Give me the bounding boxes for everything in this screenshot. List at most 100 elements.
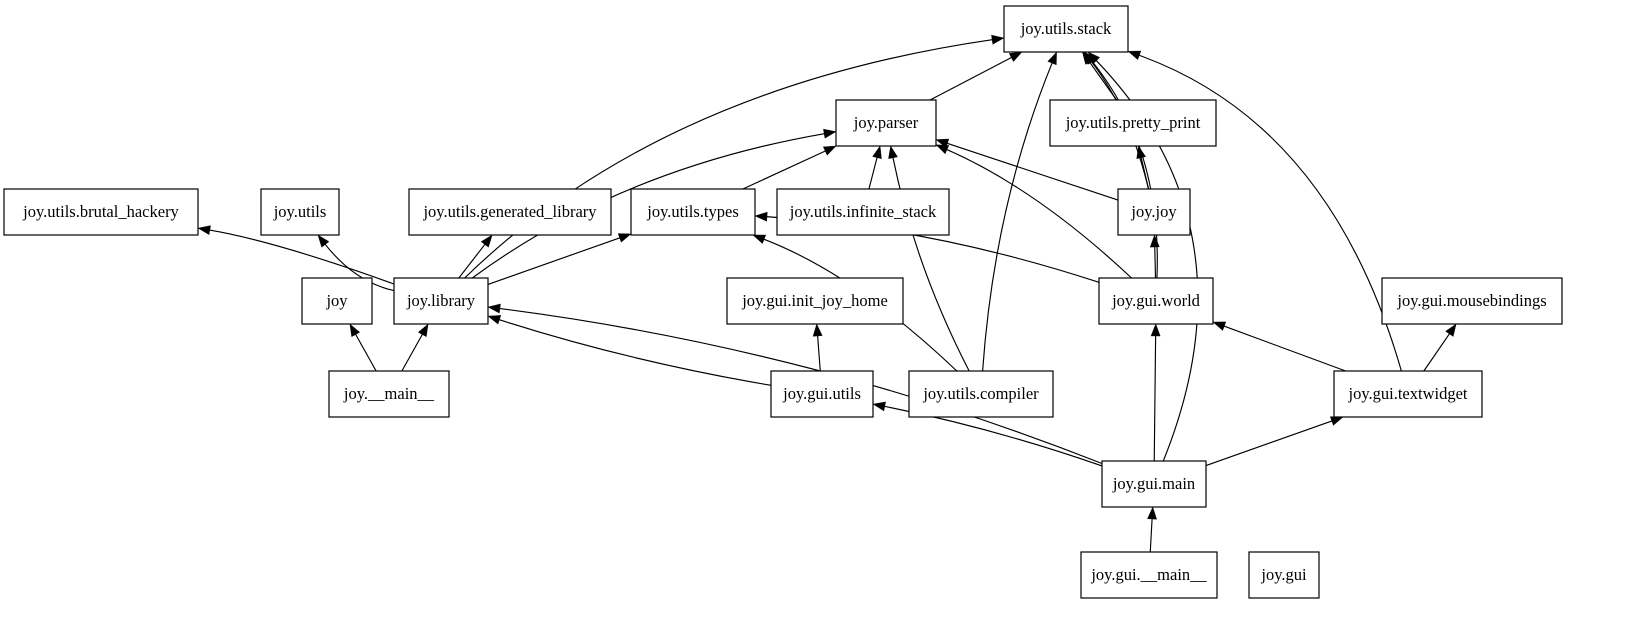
- edge-joy-gui-utils-to-joy-gui-init_joy_home: [816, 334, 821, 372]
- edge-joy-gui-world-to-joy-joy: [1154, 245, 1157, 279]
- edge-arrowhead: [1445, 323, 1457, 337]
- node-box[interactable]: [1101, 460, 1207, 508]
- edge-arrowhead: [417, 323, 429, 338]
- edge-arrowhead: [991, 34, 1005, 45]
- edge-joy-utils-compiler-to-joy-utils-stack: [982, 61, 1053, 372]
- node-label: joy.parser: [853, 113, 919, 132]
- edge-arrowhead: [1329, 416, 1344, 426]
- node-box[interactable]: [1333, 370, 1483, 418]
- edge-joy-gui-__main__-to-joy-gui-main: [1149, 517, 1153, 553]
- node-box[interactable]: [3, 188, 199, 236]
- node-joy-utils-pretty_print[interactable]: joy.utils.pretty_print: [1049, 99, 1217, 147]
- edge-joy-utils-types-to-joy-parser: [742, 150, 827, 190]
- node-joy-joy[interactable]: joy.joy: [1117, 188, 1191, 236]
- nodes-layer: joy.utils.stack joy.parser joy.utils.prett…: [3, 5, 1563, 599]
- node-joy-utils[interactable]: joy.utils: [260, 188, 340, 236]
- node-joy-parser[interactable]: joy.parser: [835, 99, 937, 147]
- node-box[interactable]: [726, 277, 904, 325]
- node-box[interactable]: [408, 188, 612, 236]
- edge-joy-gui-textwidget-to-joy-utils-stack: [1138, 54, 1402, 372]
- node-box[interactable]: [1117, 188, 1191, 236]
- edge-joy-__main__-to-joy-library: [401, 333, 424, 372]
- node-joy[interactable]: joy: [301, 277, 373, 325]
- edge-joy-library-to-joy-utils-types: [487, 237, 621, 285]
- node-joy-utils-types[interactable]: joy.utils.types: [630, 188, 756, 236]
- edge-joy-gui-textwidget-to-joy-gui-world: [1223, 325, 1346, 372]
- edge-arrowhead: [822, 145, 837, 156]
- node-box[interactable]: [301, 277, 373, 325]
- edge-arrowhead: [872, 145, 882, 160]
- node-joy-gui-utils[interactable]: joy.gui.utils: [770, 370, 874, 418]
- edge-arrowhead: [197, 225, 211, 235]
- node-box[interactable]: [770, 370, 874, 418]
- node-box[interactable]: [1381, 277, 1563, 325]
- edge-joy-gui-utils-to-joy-library: [498, 318, 772, 386]
- node-joy-library[interactable]: joy.library: [393, 277, 489, 325]
- node-box[interactable]: [393, 277, 489, 325]
- node-box[interactable]: [1080, 551, 1218, 599]
- edge-arrowhead: [617, 233, 632, 243]
- edge-arrowhead: [480, 234, 493, 248]
- node-label: joy.utils: [273, 202, 327, 221]
- node-label: joy.joy: [1130, 202, 1177, 221]
- node-box[interactable]: [1098, 277, 1214, 325]
- node-box[interactable]: [908, 370, 1054, 418]
- node-joy-gui-init_joy_home[interactable]: joy.gui.init_joy_home: [726, 277, 904, 325]
- edge-joy-gui-main-to-joy-gui-world: [1153, 334, 1157, 462]
- node-label: joy.gui.world: [1111, 291, 1201, 310]
- node-label: joy.utils.infinite_stack: [789, 202, 937, 221]
- edge-joy-utils-compiler-to-joy-parser: [892, 156, 970, 372]
- edge-joy-joy-to-joy-parser: [946, 142, 1119, 201]
- node-joy-__main__[interactable]: joy.__main__: [328, 370, 450, 418]
- edge-arrowhead: [1149, 234, 1160, 248]
- node-box[interactable]: [776, 188, 950, 236]
- edge-joy-parser-to-joy-utils-stack: [929, 56, 1013, 101]
- edge-arrowhead: [1150, 323, 1161, 337]
- node-joy-utils-stack[interactable]: joy.utils.stack: [1003, 5, 1129, 53]
- edge-arrowhead: [888, 145, 898, 159]
- edge-arrowhead: [1087, 51, 1101, 65]
- node-box[interactable]: [260, 188, 340, 236]
- node-box[interactable]: [630, 188, 756, 236]
- edge-arrowhead: [752, 234, 767, 244]
- node-joy-utils-infinite_stack[interactable]: joy.utils.infinite_stack: [776, 188, 950, 236]
- edge-arrowhead: [1147, 506, 1157, 520]
- edge-joy-library-to-joy-utils-brutal_hackery: [208, 229, 395, 285]
- node-joy-utils-generated_library[interactable]: joy.utils.generated_library: [408, 188, 612, 236]
- edge-joy-library-to-joy-utils: [324, 243, 395, 292]
- edge-arrowhead: [754, 211, 768, 222]
- node-label: joy.gui: [1260, 565, 1307, 584]
- edge-arrowhead: [1127, 50, 1142, 61]
- edge-arrowhead: [1047, 51, 1057, 66]
- edge-arrowhead: [317, 234, 330, 248]
- edge-arrowhead: [1212, 321, 1227, 331]
- node-box[interactable]: [328, 370, 450, 418]
- node-label: joy.gui.mousebindings: [1396, 291, 1546, 310]
- node-joy-gui-mousebindings[interactable]: joy.gui.mousebindings: [1381, 277, 1563, 325]
- node-label: joy.utils.compiler: [922, 384, 1039, 403]
- node-label: joy.utils.pretty_print: [1065, 113, 1201, 132]
- node-joy-utils-compiler[interactable]: joy.utils.compiler: [908, 370, 1054, 418]
- node-joy-gui[interactable]: joy.gui: [1248, 551, 1320, 599]
- edge-joy-library-to-joy-parser: [471, 132, 826, 279]
- node-joy-gui-textwidget[interactable]: joy.gui.textwidget: [1333, 370, 1483, 418]
- node-joy-gui-__main__[interactable]: joy.gui.__main__: [1080, 551, 1218, 599]
- edge-arrowhead: [812, 323, 823, 337]
- node-joy-gui-main[interactable]: joy.gui.main: [1101, 460, 1207, 508]
- node-joy-utils-brutal_hackery[interactable]: joy.utils.brutal_hackery: [3, 188, 199, 236]
- edge-joy-gui-world-to-joy-parser: [945, 148, 1132, 279]
- node-label: joy.utils.types: [646, 202, 739, 221]
- edge-joy-library-to-joy-utils-generated_library: [458, 243, 486, 279]
- node-joy-gui-world[interactable]: joy.gui.world: [1098, 277, 1214, 325]
- edge-arrowhead: [1008, 51, 1023, 62]
- node-box[interactable]: [1248, 551, 1320, 599]
- node-box[interactable]: [1003, 5, 1129, 53]
- node-label: joy: [325, 291, 348, 310]
- node-label: joy.gui.utils: [782, 384, 861, 403]
- node-box[interactable]: [835, 99, 937, 147]
- node-box[interactable]: [1049, 99, 1217, 147]
- edge-arrowhead: [935, 144, 950, 155]
- edge-arrowhead: [872, 401, 886, 412]
- node-label: joy.gui.init_joy_home: [741, 291, 888, 310]
